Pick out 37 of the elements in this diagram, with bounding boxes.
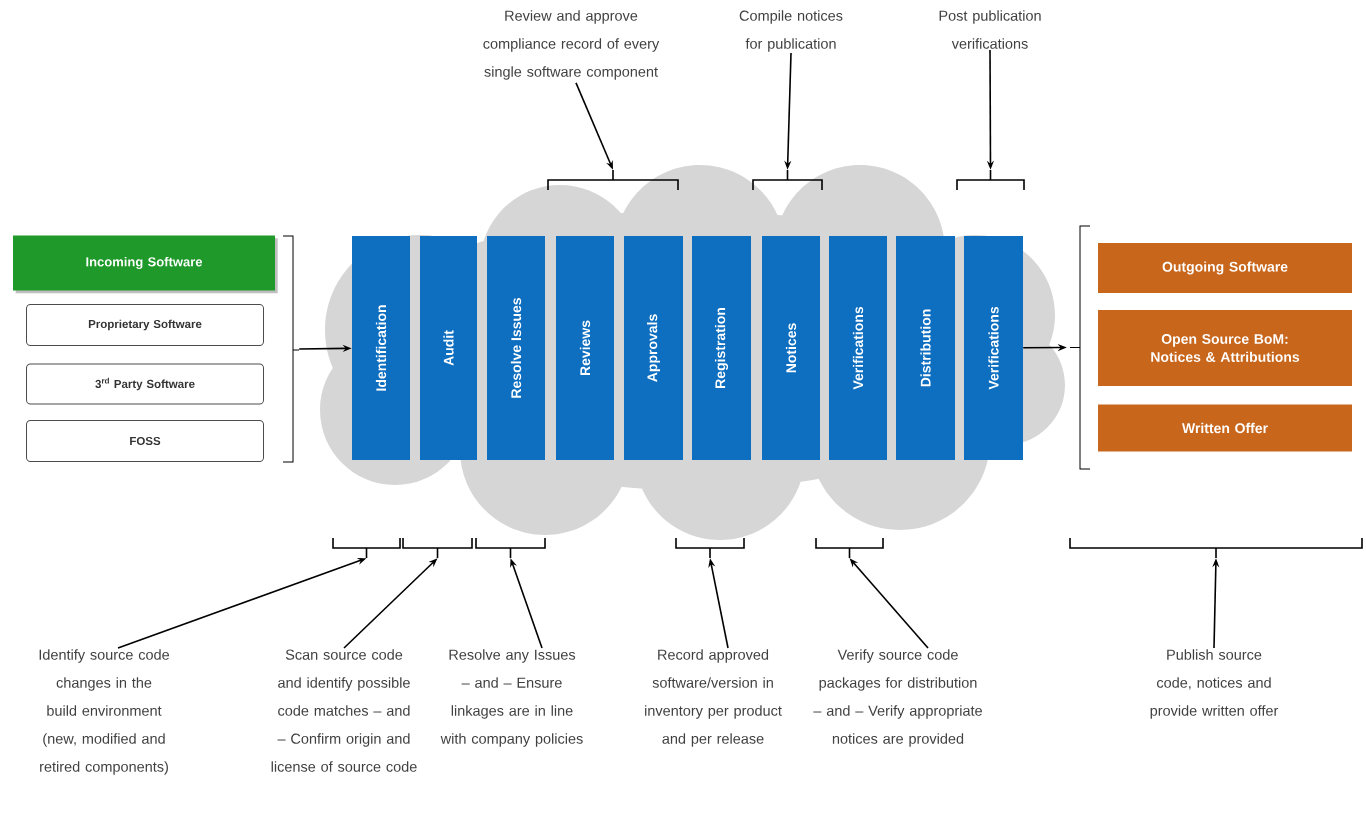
bracket: [547, 169, 679, 191]
stage-box: Resolve Issues: [487, 236, 545, 460]
annotation-text: Identify source code changes in the build environment (new, modified and retired components): [39, 649, 170, 775]
stage-box: Verifications: [829, 236, 887, 460]
annotation-text: Post publication verifications: [939, 10, 1041, 49]
stage-box: Identification: [352, 236, 410, 460]
output-box: Outgoing Software: [1098, 243, 1352, 293]
software-box: Proprietary Software: [26, 304, 264, 346]
bracket: [752, 169, 823, 191]
bracket: [1069, 225, 1091, 470]
annotation-text: Review and approve compliance record of every single software component: [483, 10, 660, 80]
stage-box: Verifications: [964, 236, 1023, 460]
software-box: 3$^{rd}$ Party Software: [26, 363, 264, 405]
annotation-text: Compile notices for publication: [739, 10, 843, 52]
stage-box: Notices: [762, 236, 820, 460]
annotation-text: Scan source code and identify possible code matches – and – Confirm origin and license of source code: [271, 649, 417, 772]
bracket: [332, 537, 401, 559]
bracket: [956, 169, 1025, 191]
stage-box: Reviews: [556, 236, 614, 460]
annotation-text: Record approved software/version in inventory per product and per release: [645, 649, 782, 747]
header-box: Incoming Software: [13, 235, 278, 294]
bracket: [475, 537, 546, 559]
annotation-text: Verify source code packages for distribution – and – Verify appropriate notices are provided: [813, 649, 982, 747]
annotation-text: Resolve any Issues – and – Ensure linkages are in line with company policies: [440, 649, 583, 747]
software-box: FOSS: [26, 420, 264, 462]
output-box: Written Offer: [1098, 404, 1352, 452]
annotation-text: Publish source code, notices and provide written offer: [1150, 649, 1279, 719]
stage-box: Approvals: [624, 236, 683, 460]
bracket: [282, 235, 300, 463]
bracket: [402, 537, 473, 559]
stage-box: Registration: [692, 236, 751, 460]
bracket: [675, 537, 745, 559]
stage-box: Distribution: [896, 236, 955, 460]
bracket: [1069, 537, 1363, 559]
stage-box: Audit: [420, 236, 477, 460]
output-box: Open Source BoM: Notices & Attributions: [1098, 310, 1352, 386]
bracket: [815, 537, 884, 559]
